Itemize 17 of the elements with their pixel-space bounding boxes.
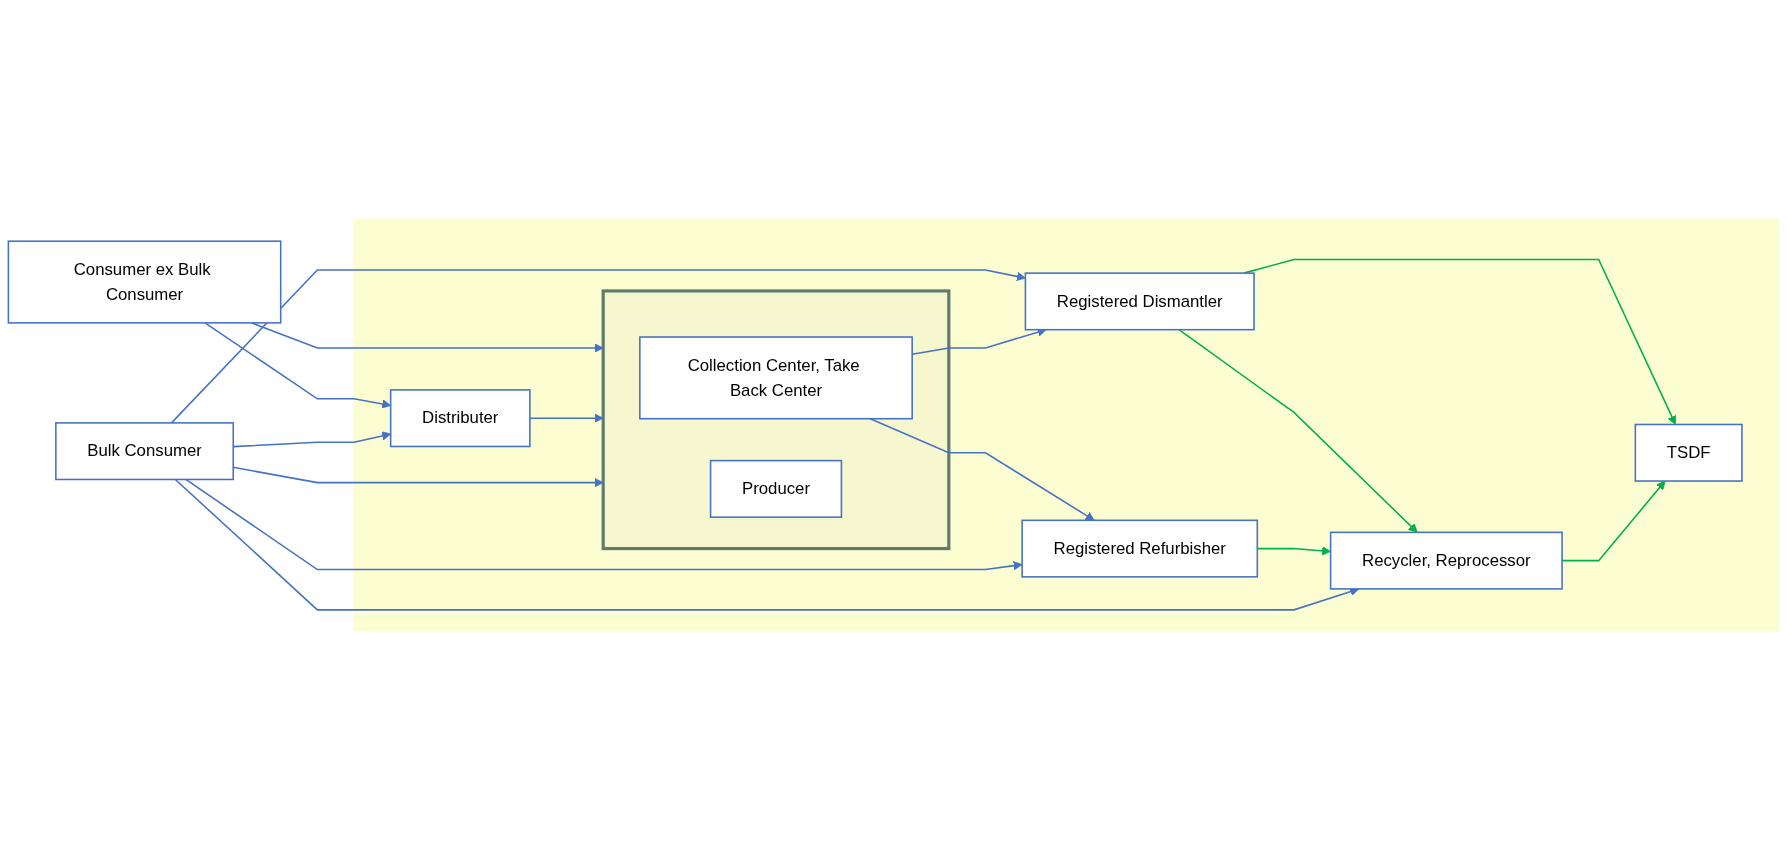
node-box: Producer [709,459,843,518]
arrow [1178,328,1418,533]
arrow [529,413,604,423]
arrow [174,478,1360,611]
node-box: Distributer [389,389,531,448]
cluster [601,289,951,551]
cluster [353,218,1780,632]
node-box: Collection Center, Take Back Center [639,336,913,420]
node-box: Registered Refurbisher [1021,519,1259,578]
node-box: Consumer ex Bulk Consumer [7,240,282,324]
arrow [185,478,1023,571]
arrow [170,269,1026,424]
node-box: Recycler, Reprocessor [1329,531,1563,590]
node-box: TSDF [1634,423,1743,482]
node-box: Bulk Consumer [55,422,235,481]
node-box: Registered Dismantler [1024,272,1255,331]
arrow [869,417,1095,521]
